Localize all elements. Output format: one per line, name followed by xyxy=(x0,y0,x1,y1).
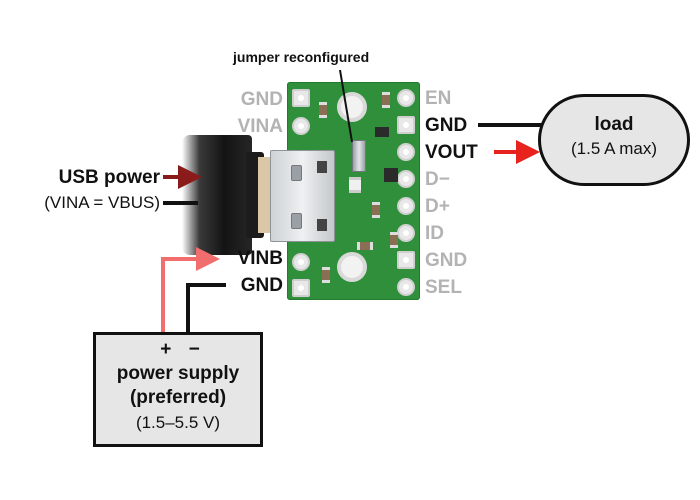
transistor-chip xyxy=(375,127,389,137)
pad-right-gnd-2 xyxy=(397,251,415,269)
pin-label-gnd-right-2: GND xyxy=(425,250,468,271)
pad-left-vinb xyxy=(292,253,310,271)
smd-component xyxy=(349,177,361,193)
pad-left-gnd xyxy=(292,89,310,107)
pad-right-vout xyxy=(397,143,415,161)
smd-component xyxy=(390,232,398,248)
pad-right-dminus xyxy=(397,170,415,188)
pin-label-gnd-left: GND xyxy=(240,89,283,110)
pad-right-id xyxy=(397,224,415,242)
supply-ground-wire xyxy=(186,283,226,332)
power-supply-title: power supply xyxy=(116,363,240,384)
load-block: load (1.5 A max) xyxy=(538,94,690,186)
vinb-wire xyxy=(161,247,220,332)
pin-label-dminus: D− xyxy=(425,169,450,190)
receptacle-slot xyxy=(291,165,302,181)
pad-right-sel xyxy=(397,278,415,296)
polarity-label: + − xyxy=(160,339,206,360)
pin-label-vina: VINA xyxy=(237,116,283,137)
power-supply-preferred: (preferred) xyxy=(129,387,227,408)
smd-component xyxy=(357,242,373,250)
power-supply-voltage-range: (1.5–5.5 V) xyxy=(135,413,221,432)
pin-label-gnd-right: GND xyxy=(425,115,468,136)
ic-chip xyxy=(384,168,398,182)
pad-right-en xyxy=(397,89,415,107)
smd-component xyxy=(382,92,390,108)
smd-component xyxy=(372,202,380,218)
receptacle-slot xyxy=(291,213,302,229)
pin-label-en: EN xyxy=(425,88,452,109)
usb-power-label: USB power xyxy=(58,167,160,188)
pin-label-id: ID xyxy=(425,223,444,244)
pin-label-vinb: VINB xyxy=(237,248,283,269)
usb-cable-overmold xyxy=(182,135,252,255)
receptacle-tab xyxy=(317,161,327,173)
pad-right-gnd xyxy=(397,116,415,134)
pin-label-dplus: D+ xyxy=(425,196,450,217)
load-title: load xyxy=(594,114,634,135)
micro-usb-receptacle xyxy=(270,150,335,242)
pad-right-dplus xyxy=(397,197,415,215)
pin-label-gnd-left-2: GND xyxy=(240,275,283,296)
pin-label-vout: VOUT xyxy=(425,142,478,163)
power-supply-block: + − power supply (preferred) (1.5–5.5 V) xyxy=(93,332,263,447)
pin-label-sel: SEL xyxy=(425,277,462,298)
mounting-hole-top xyxy=(337,92,367,122)
load-max-current: (1.5 A max) xyxy=(571,139,657,158)
receptacle-tab xyxy=(317,219,327,231)
smd-component xyxy=(319,102,327,118)
smd-component xyxy=(322,267,330,283)
jumper-reconfigured-label: jumper reconfigured xyxy=(233,49,370,65)
mounting-hole-bottom xyxy=(337,252,367,282)
pcb-board xyxy=(287,82,420,300)
jumper-pointer-line xyxy=(339,69,353,143)
usb-vbus-note: (VINA = VBUS) xyxy=(44,193,160,212)
pad-left-gnd-2 xyxy=(292,279,310,297)
jumper-bridge xyxy=(352,140,366,172)
pad-left-vina xyxy=(292,117,310,135)
